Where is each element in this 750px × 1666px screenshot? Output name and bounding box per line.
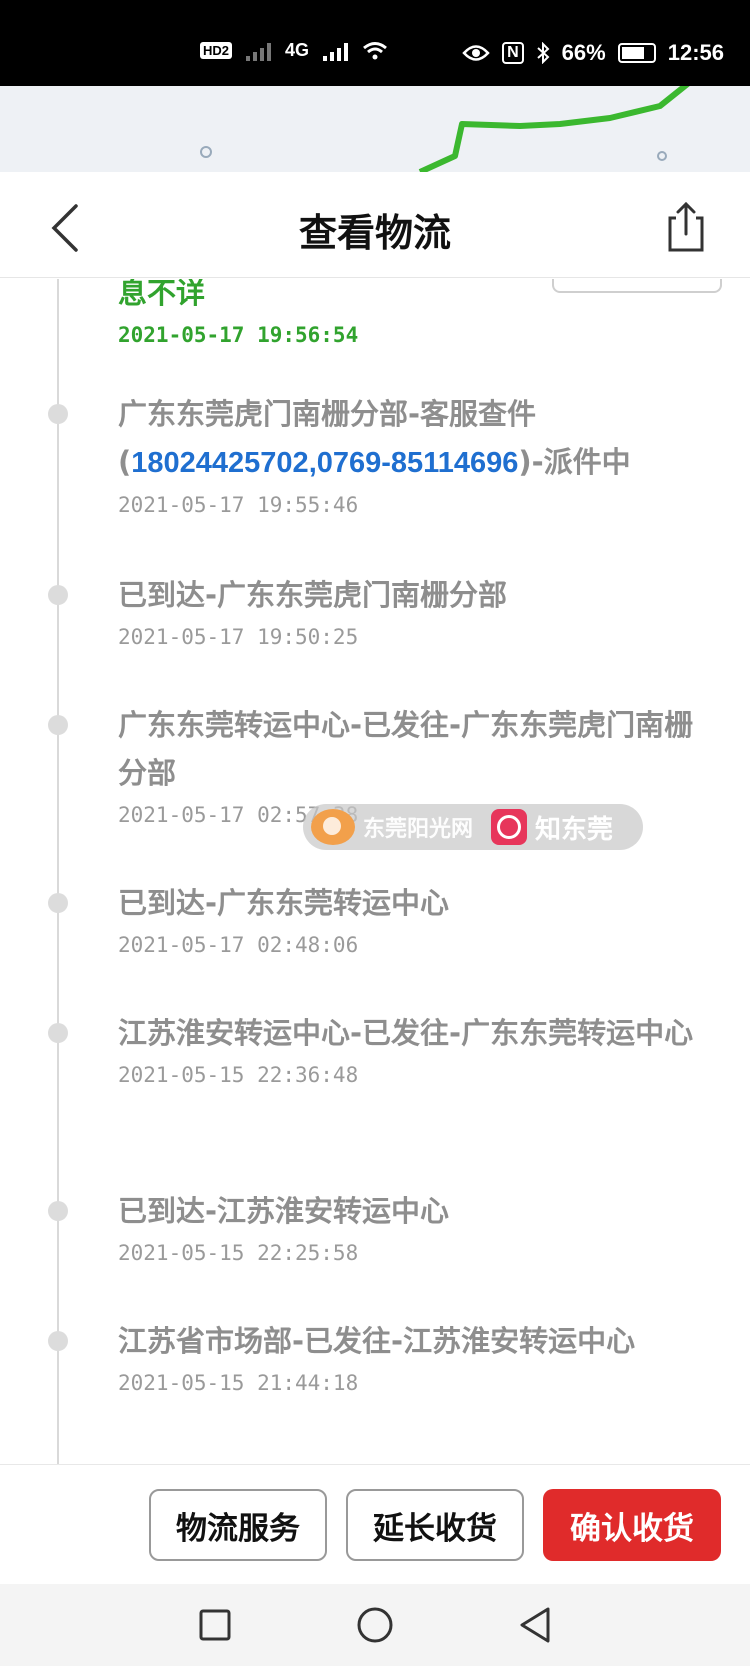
phone-link-2[interactable]: 0769-85114696: [316, 447, 519, 479]
timeline-item-current: 息不详 2021-05-17 19:56:54: [118, 279, 718, 347]
logistics-timeline[interactable]: 息不详 2021-05-17 19:56:54 广东东莞虎门南栅分部-客服查件 (…: [0, 279, 750, 1464]
timeline-item: 已到达-江苏淮安转运中心 2021-05-15 22:25:58: [118, 1187, 718, 1265]
clock: 12:56: [667, 40, 724, 65]
home-button[interactable]: [355, 1605, 395, 1645]
share-button[interactable]: [654, 194, 714, 254]
signal-bars-sim2-icon: [246, 41, 272, 61]
timeline-item: 江苏省市场部-已发往-江苏淮安转运中心 2021-05-15 21:44:18: [118, 1317, 718, 1395]
watermark: 东莞阳光网 知东莞: [303, 804, 643, 850]
timeline-item: 已到达-广东东莞虎门南栅分部 2021-05-17 19:50:25: [118, 571, 718, 649]
triangle-back-icon: [520, 1607, 550, 1643]
system-back-button[interactable]: [515, 1605, 555, 1645]
event-time: 2021-05-15 22:36:48: [118, 1063, 359, 1087]
event-time: 2021-05-17 19:55:46: [118, 493, 359, 517]
sim-index: 2: [221, 43, 230, 58]
chevron-left-icon: [51, 204, 78, 252]
event-time: 2021-05-17 19:56:54: [118, 323, 359, 347]
eye-logo-icon: [491, 809, 527, 845]
status-left: HD2 4G: [200, 40, 388, 61]
event-desc: 已到达-广东东莞虎门南栅分部: [118, 578, 508, 612]
event-desc: 江苏省市场部-已发往-江苏淮安转运中心: [118, 1324, 636, 1358]
timeline-line: [57, 279, 59, 1464]
back-button[interactable]: [40, 194, 100, 254]
battery-icon: [617, 43, 656, 63]
recents-button[interactable]: [195, 1605, 235, 1645]
phone-link-1[interactable]: 18024425702: [131, 447, 309, 479]
event-time: 2021-05-17 19:50:25: [118, 625, 359, 649]
status-right: N 66% 12:56: [462, 40, 724, 66]
wifi-icon: [363, 41, 387, 59]
timeline-dot: [48, 715, 68, 735]
confirm-receipt-button[interactable]: 确认收货: [543, 1489, 721, 1561]
event-time: 2021-05-15 21:44:18: [118, 1371, 359, 1395]
route-map[interactable]: [0, 86, 750, 172]
route-line: [200, 86, 690, 172]
event-desc: 广东东莞虎门南栅分部-客服查件 (18024425702,0769-8511469…: [118, 390, 718, 487]
battery-percent: 66%: [561, 40, 606, 65]
logistics-service-button[interactable]: 物流服务: [149, 1489, 327, 1561]
timeline-dot: [48, 585, 68, 605]
hd-badge: HD2: [200, 42, 233, 59]
eye-icon: [462, 45, 490, 61]
timeline-dot: [48, 893, 68, 913]
nfc-icon: N: [502, 42, 524, 64]
sunshine-logo-icon: [311, 809, 355, 845]
event-desc-part: 广东东莞虎门南栅分部-客服查件: [118, 397, 537, 431]
watermark-text-1: 东莞阳光网: [363, 817, 474, 842]
status-bar: HD2 4G N 66% 12:56: [0, 0, 750, 86]
event-time: 2021-05-15 22:25:58: [118, 1241, 359, 1265]
page-title: 查看物流: [298, 211, 451, 255]
timeline-item: 广东东莞虎门南栅分部-客服查件 (18024425702,0769-8511469…: [118, 390, 718, 517]
timeline-dot: [48, 1331, 68, 1351]
action-bar: 物流服务 延长收货 确认收货: [0, 1464, 750, 1584]
event-time: 2021-05-17 02:48:06: [118, 933, 359, 957]
event-desc: 江苏淮安转运中心-已发往-广东东莞转运中心: [118, 1016, 694, 1050]
phone-separator: ,: [308, 447, 317, 479]
event-desc: 已到达-广东东莞转运中心: [118, 886, 450, 920]
timeline-item: 江苏淮安转运中心-已发往-广东东莞转运中心 2021-05-15 22:36:4…: [118, 1009, 718, 1087]
system-nav-bar: [0, 1584, 750, 1666]
hd-label: HD: [203, 43, 222, 58]
signal-bars-icon: [323, 41, 349, 61]
square-icon: [199, 1609, 231, 1641]
event-desc: 已到达-江苏淮安转运中心: [118, 1194, 450, 1228]
timeline-dot: [48, 1023, 68, 1043]
extend-receipt-button[interactable]: 延长收货: [346, 1489, 524, 1561]
event-desc-part: )-派件中: [518, 445, 631, 479]
watermark-text-2: 知东莞: [535, 814, 614, 845]
page-header: 查看物流: [0, 172, 750, 278]
paren-open: (: [118, 445, 132, 479]
timeline-dot: [48, 1201, 68, 1221]
network-type-label: 4G: [285, 40, 310, 60]
share-icon: [668, 201, 704, 252]
timeline-item: 已到达-广东东莞转运中心 2021-05-17 02:48:06: [118, 879, 718, 957]
timeline-dot: [48, 404, 68, 424]
partial-button[interactable]: [552, 279, 722, 293]
bluetooth-icon: [537, 42, 550, 64]
event-desc: 广东东莞转运中心-已发往-广东东莞虎门南栅分部: [118, 708, 694, 790]
circle-icon: [357, 1607, 393, 1643]
event-desc: 息不详: [118, 279, 206, 310]
